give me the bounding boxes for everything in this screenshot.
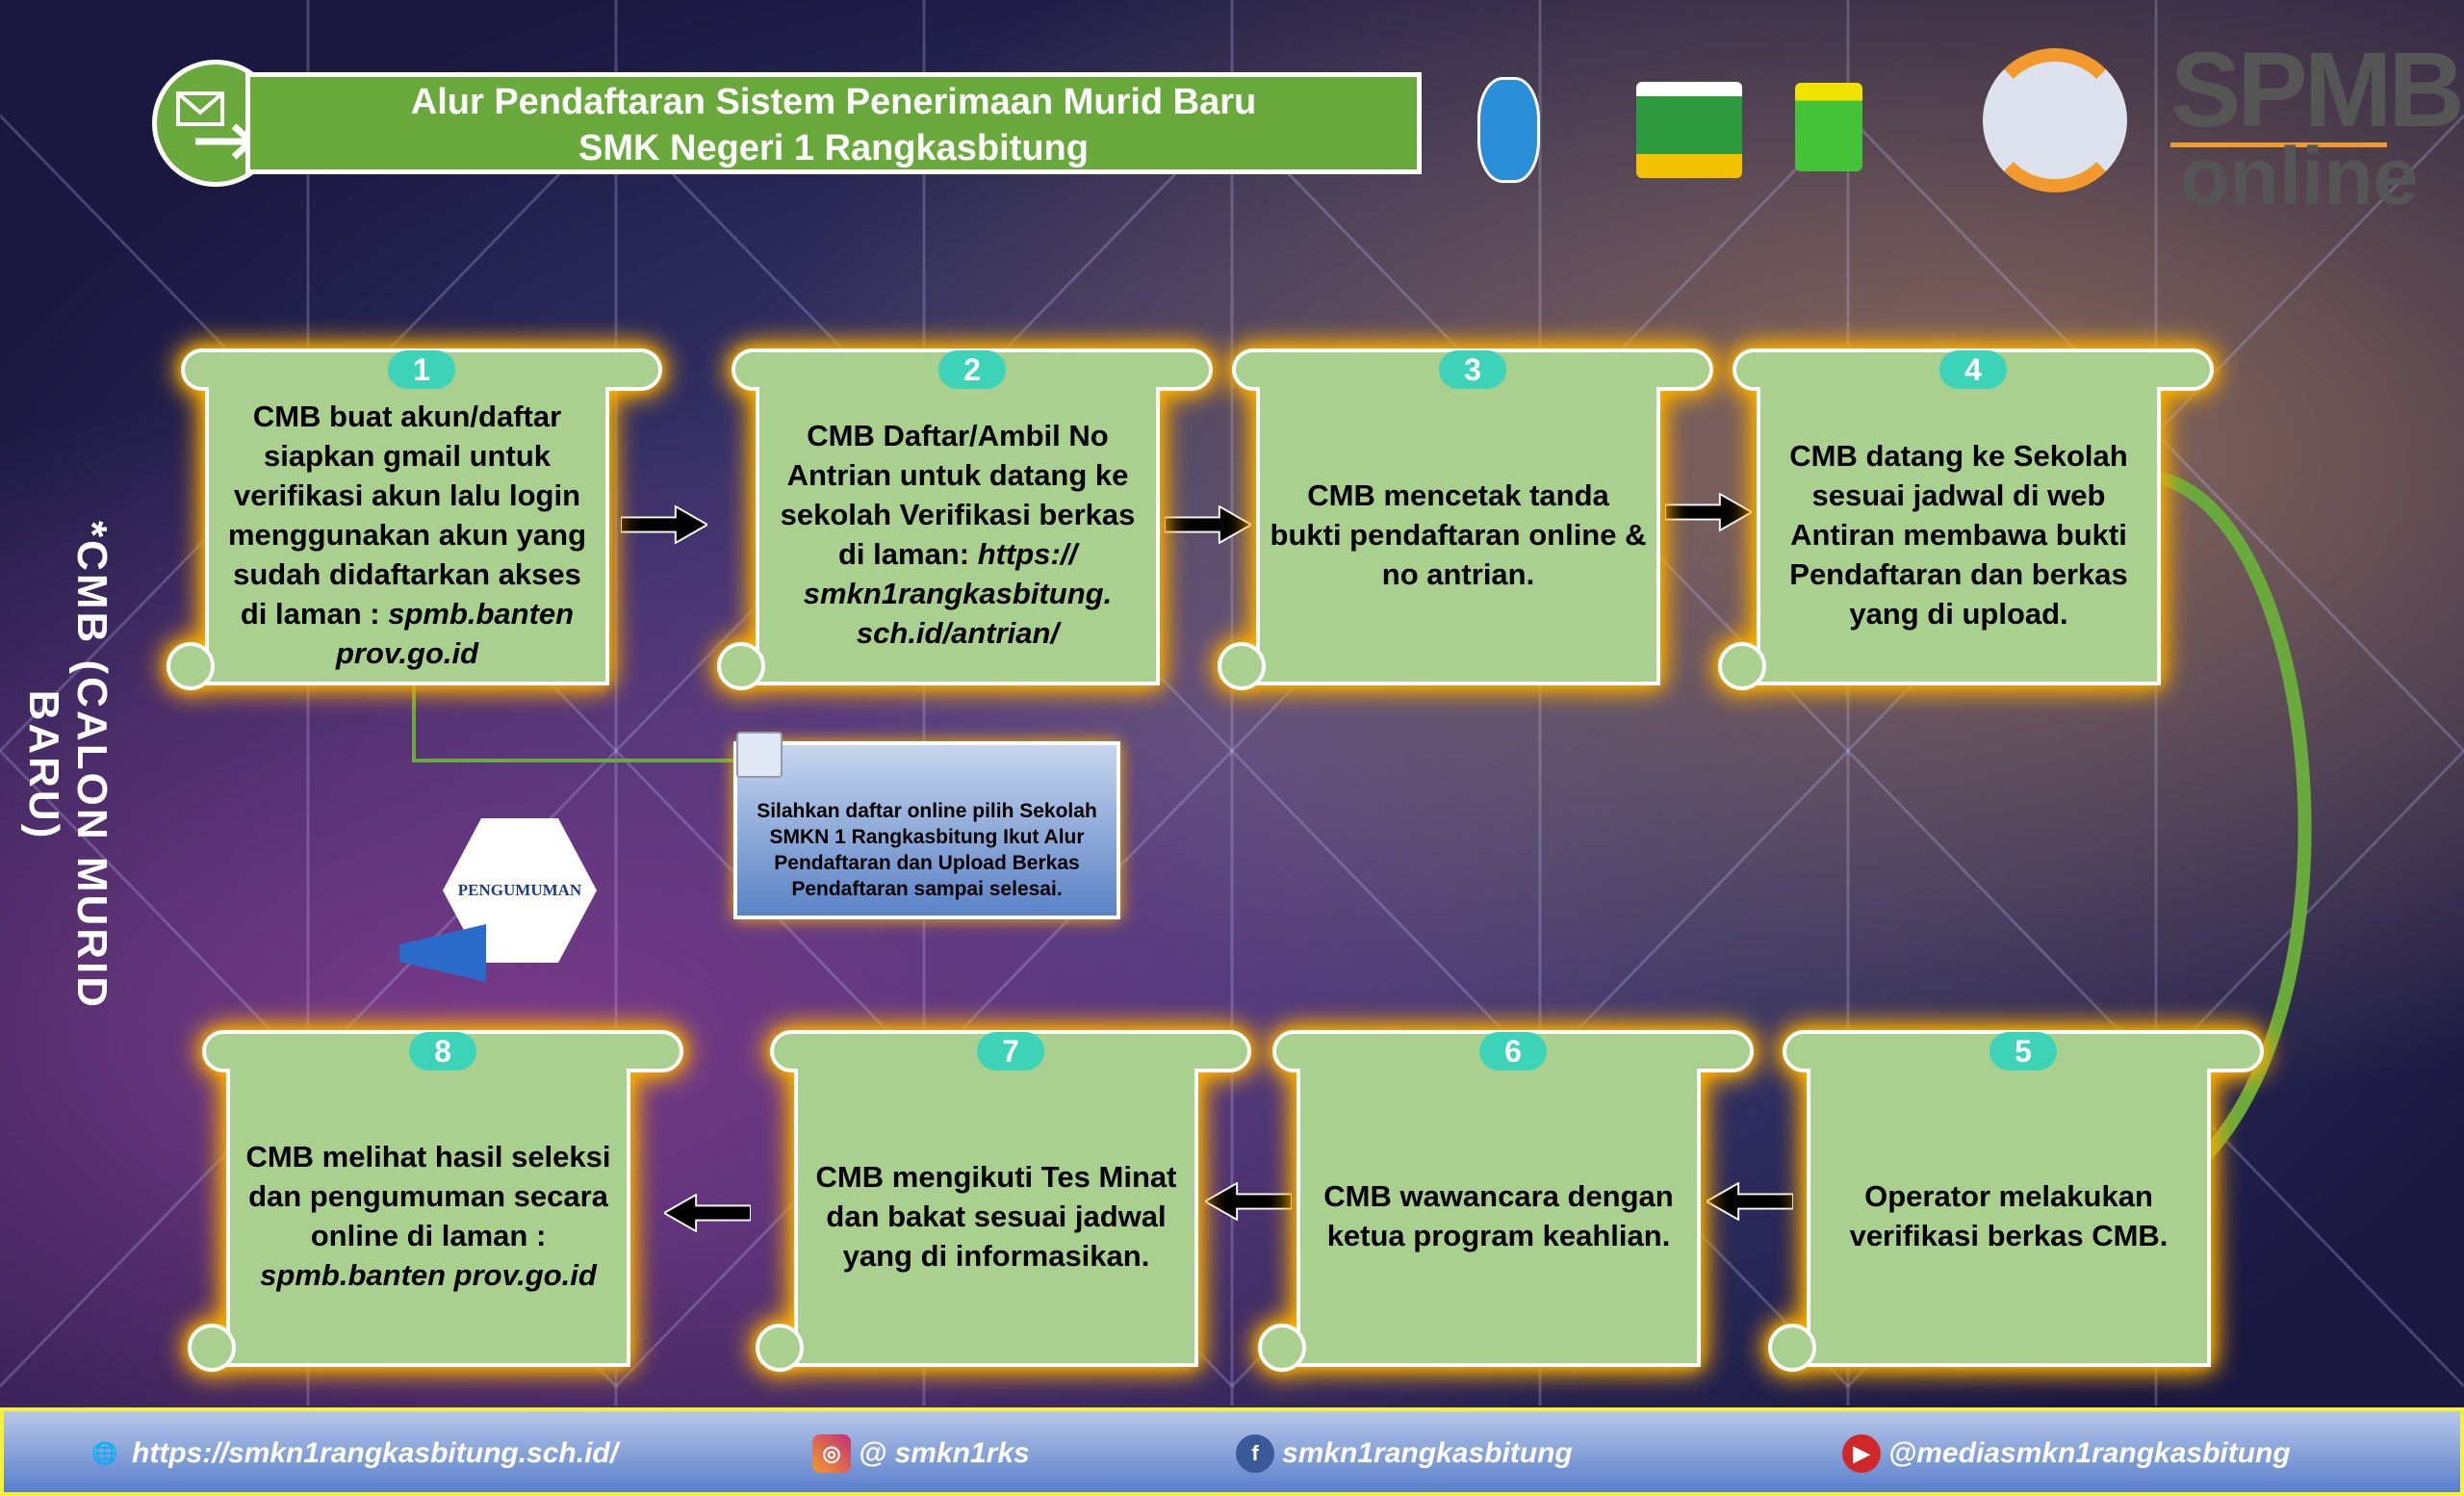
step-text: CMB wawancara dengan ketua program keahl…	[1323, 1179, 1674, 1252]
step-card-4: CMB datang ke Sekolah sesuai jadwal di w…	[1718, 348, 2214, 690]
announcement-label: PENGUMUMAN	[457, 881, 582, 899]
side-label: *CMB (CALON MURID BARU)	[20, 520, 116, 1011]
step-text: CMB melihat hasil seleksi dan pengumuman…	[245, 1140, 611, 1252]
step-card-6: CMB wawancara dengan ketua program keahl…	[1258, 1030, 1754, 1372]
step-number: 7	[977, 1032, 1044, 1070]
facebook-handle[interactable]: smkn1rangkasbitung	[1282, 1437, 1573, 1469]
title-line-1: Alur Pendaftaran Sistem Penerimaan Murid…	[410, 82, 1257, 122]
arrow-right-icon	[1165, 505, 1251, 544]
step-number: 4	[1939, 350, 2007, 389]
step-text: CMB buat akun/daftar siapkan gmail untuk…	[227, 399, 587, 631]
step-card-5: Operator melakukan verifikasi berkas CMB…	[1768, 1030, 2264, 1372]
registration-note: Silahkan daftar online pilih Sekolah SMK…	[733, 741, 1120, 919]
arrow-left-icon	[1205, 1182, 1292, 1221]
step-card-7: CMB mengikuti Tes Minat dan bakat sesuai…	[756, 1030, 1251, 1372]
note-connector-line	[412, 674, 741, 762]
step-number: 3	[1439, 350, 1506, 389]
arrow-left-icon	[664, 1194, 751, 1232]
step-card-3: CMB mencetak tanda bukti pendaftaran onl…	[1218, 348, 1713, 690]
step-number: 8	[409, 1032, 476, 1070]
step-card-2: CMB Daftar/Ambil No Antrian untuk datang…	[717, 348, 1213, 690]
step-text: CMB mencetak tanda bukti pendaftaran onl…	[1270, 477, 1647, 591]
title-line-2: SMK Negeri 1 Rangkasbitung	[578, 128, 1089, 168]
smkn-logo	[1795, 83, 1862, 171]
step-card-8: CMB melihat hasil seleksi dan pengumuman…	[188, 1030, 683, 1372]
curved-flow-arrow	[2149, 470, 2312, 1199]
website-link[interactable]: https://smkn1rangkasbitung.sch.id/	[132, 1437, 619, 1469]
instagram-icon: ◎	[812, 1434, 851, 1473]
step-number: 5	[1989, 1032, 2057, 1070]
note-text: Silahkan daftar online pilih Sekolah SMK…	[757, 800, 1097, 900]
step-link[interactable]: spmb.banten prov.go.id	[335, 596, 575, 670]
step-number: 6	[1479, 1032, 1547, 1070]
youtube-handle[interactable]: @mediasmkn1rangkasbitung	[1888, 1437, 2291, 1469]
step-number: 2	[938, 350, 1006, 389]
step-text: Operator melakukan verifikasi berkas CMB…	[1849, 1179, 2169, 1252]
step-text: CMB datang ke Sekolah sesuai jadwal di w…	[1789, 438, 2128, 631]
globe-icon: 🌐	[91, 1441, 118, 1465]
step-link[interactable]: https:// smkn1rangkasbitung. sch.id/antr…	[803, 537, 1113, 650]
banten-logo	[1636, 82, 1742, 178]
step-number: 1	[388, 350, 455, 389]
step-link[interactable]: spmb.banten prov.go.id	[260, 1258, 597, 1292]
document-icon	[736, 732, 783, 778]
arrow-left-icon	[1707, 1182, 1793, 1221]
facebook-icon: f	[1236, 1434, 1274, 1473]
instagram-handle[interactable]: @ smkn1rks	[859, 1437, 1030, 1469]
step-text: CMB Daftar/Ambil No Antrian untuk datang…	[780, 419, 1136, 571]
title-banner: Alur Pendaftaran Sistem Penerimaan Murid…	[245, 72, 1422, 174]
kemdikbud-logo	[1477, 77, 1540, 183]
youtube-icon: ▶	[1842, 1434, 1881, 1473]
spmb-online-logo: SPMB online	[1983, 31, 2464, 221]
arrow-right-icon	[1665, 493, 1752, 531]
step-text: CMB mengikuti Tes Minat dan bakat sesuai…	[815, 1159, 1177, 1273]
footer-bar: 🌐 https://smkn1rangkasbitung.sch.id/ ◎@ s…	[0, 1407, 2464, 1496]
step-card-1: CMB buat akun/daftar siapkan gmail untuk…	[167, 348, 662, 690]
arrow-right-icon	[621, 505, 707, 544]
